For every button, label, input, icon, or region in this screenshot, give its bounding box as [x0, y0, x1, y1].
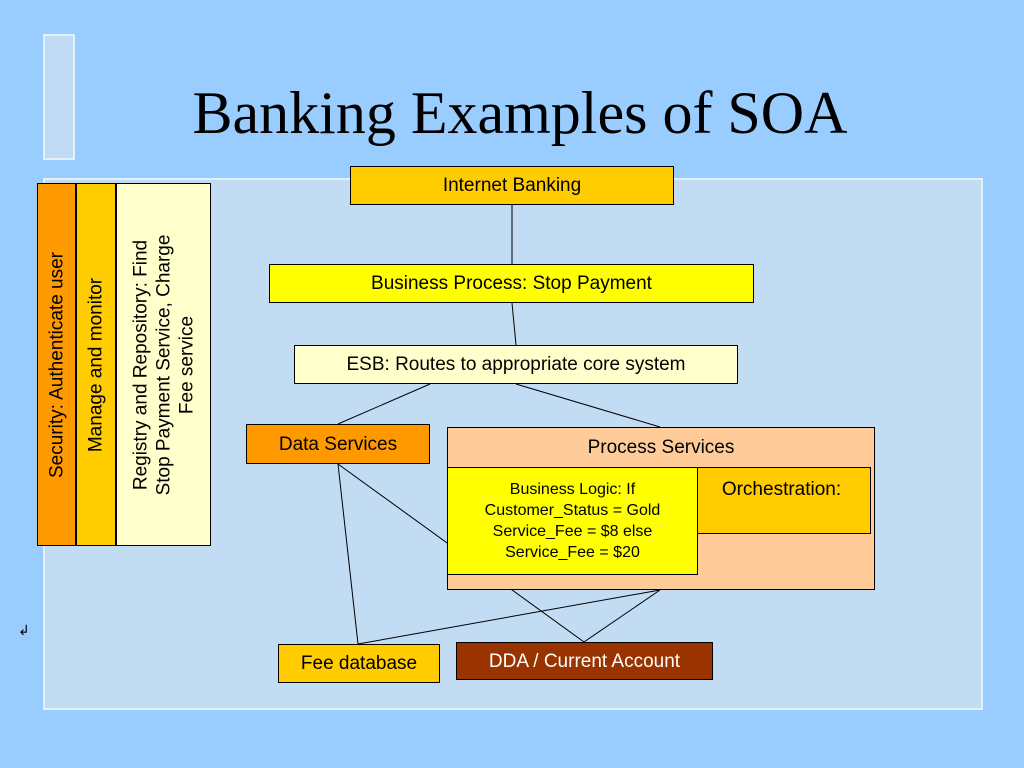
- manage-monitor-label: Manage and monitor: [85, 277, 107, 452]
- business-logic-line-4: Service_Fee = $20: [505, 544, 640, 561]
- registry-line-1: Registry and Repository: Find: [130, 239, 151, 490]
- slide-title: Banking Examples of SOA: [192, 80, 848, 146]
- registry-label: Registry and Repository: Find Stop Payme…: [129, 234, 198, 495]
- connector-esb-to-process-services: [515, 383, 661, 428]
- registry-line-2: Stop Payment Service, Charge: [153, 234, 174, 495]
- dda-account-box: DDA / Current Account: [456, 642, 713, 680]
- business-logic-line-1: Business Logic: If: [509, 481, 636, 498]
- connector-process-to-esb: [511, 302, 517, 346]
- esb-box: ESB: Routes to appropriate core system: [294, 345, 738, 384]
- manage-monitor-box: Manage and monitor: [76, 183, 116, 546]
- business-logic-line-2: Customer_Status = Gold: [484, 502, 661, 519]
- business-logic-box: Business Logic: If Customer_Status = Gol…: [447, 467, 698, 575]
- registry-box: Registry and Repository: Find Stop Payme…: [116, 183, 211, 546]
- business-logic-line-3: Service_Fee = $8 else: [492, 523, 653, 540]
- orchestration-label: Orchestration:: [721, 479, 842, 500]
- registry-line-3: Fee service: [176, 315, 197, 414]
- fee-database-box: Fee database: [278, 644, 440, 683]
- connector-esb-to-data: [337, 383, 431, 425]
- orchestration-box: Orchestration:: [692, 467, 871, 534]
- security-label: Security: Authenticate user: [46, 251, 67, 478]
- internet-banking-box: Internet Banking: [350, 166, 674, 205]
- business-process-box: Business Process: Stop Payment: [269, 264, 754, 303]
- connector-process-to-fee: [357, 589, 661, 645]
- security-box: Security: Authenticate user: [37, 183, 76, 546]
- navigation-arrows-icon[interactable]: ↲: [18, 622, 30, 638]
- connector-process-to-dda: [583, 589, 661, 643]
- data-services-box: Data Services: [246, 424, 430, 464]
- connector-data-to-fee: [337, 463, 359, 645]
- decorative-bar-top: [43, 34, 75, 160]
- process-services-label: Process Services: [587, 437, 735, 458]
